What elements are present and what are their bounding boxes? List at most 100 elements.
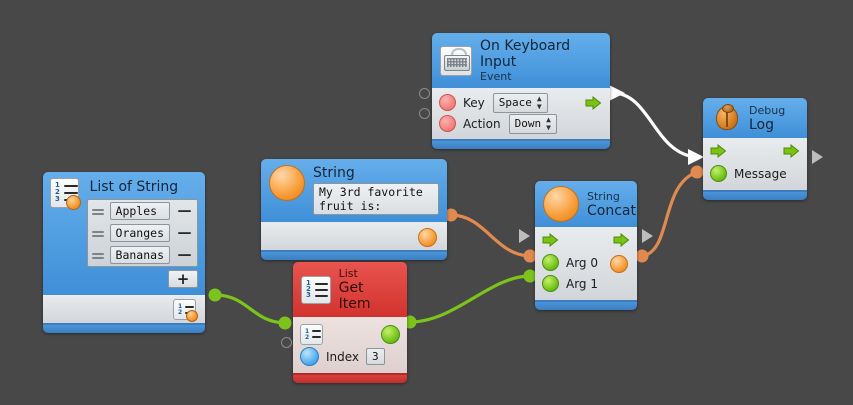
port-row-arg1[interactable]: Arg 1 <box>535 273 637 294</box>
action-select-value: Down <box>514 117 542 130</box>
port-dot-action[interactable] <box>439 115 456 132</box>
node-subtitle: Get Item <box>338 280 371 312</box>
drag-handle-icon[interactable] <box>91 251 104 260</box>
list-item-value[interactable]: Oranges <box>109 224 170 242</box>
drag-handle-icon[interactable] <box>91 229 104 238</box>
port-label-arg1: Arg 1 <box>566 276 598 291</box>
remove-item-button[interactable]: — <box>177 203 192 219</box>
port-dot-message[interactable] <box>710 165 727 182</box>
port-dot-get-item-out[interactable] <box>381 324 400 344</box>
numbered-list-out-icon[interactable]: 1 2 <box>173 299 198 322</box>
exec-row-debug[interactable] <box>703 142 807 163</box>
numbered-list-in-icon[interactable]: 1 2 <box>300 323 323 345</box>
node-subtitle: Event <box>480 70 512 83</box>
string-circle-icon <box>269 165 305 201</box>
node-header-keyboard[interactable]: On Keyboard Input Event <box>432 33 610 88</box>
port-row-index[interactable]: Index 3 <box>293 346 407 367</box>
wire-endpoint-list-out <box>208 288 222 302</box>
port-row-action[interactable]: Action Down ▲▼ <box>432 113 610 134</box>
wire-list-to-getitem <box>213 293 287 325</box>
node-body-string <box>261 222 447 250</box>
node-string-literal[interactable]: String My 3rd favorite fruit is: <box>261 159 447 260</box>
exec-out-arrow-keyboard[interactable] <box>585 95 602 114</box>
exec-row-concat[interactable] <box>535 231 637 252</box>
remove-item-button[interactable]: — <box>177 247 192 263</box>
port-label-arg0: Arg 0 <box>566 255 598 270</box>
list-items-editor[interactable]: Apples — Oranges — Bananas — <box>86 199 198 267</box>
port-dot-key[interactable] <box>439 94 456 111</box>
port-label-action: Action <box>463 116 501 131</box>
keyboard-icon <box>440 45 472 76</box>
unconnected-port-action[interactable] <box>419 108 430 119</box>
port-label-message: Message <box>734 166 787 181</box>
numbered-list-icon: 1 2 3 <box>301 275 331 304</box>
node-string-concat[interactable]: String Concat Arg 0 Arg 1 <box>535 181 637 310</box>
unconnected-port-key[interactable] <box>419 88 430 99</box>
node-debug-log[interactable]: Debug Log Message <box>703 98 807 200</box>
wire-endpoint-debug-message <box>690 165 704 179</box>
list-item-value[interactable]: Bananas <box>109 246 170 264</box>
exec-in-arrow-debug[interactable] <box>710 143 727 162</box>
wire-exec-arrowhead-in <box>688 149 704 165</box>
node-list-of-string[interactable]: 1 2 3 List of String Apples — <box>43 172 205 333</box>
port-dot-concat-out[interactable] <box>610 255 628 273</box>
port-dot-string-out[interactable] <box>418 228 437 247</box>
remove-item-button[interactable]: — <box>177 225 192 241</box>
wire-endpoint-concat-out <box>635 249 649 263</box>
node-header-debug[interactable]: Debug Log <box>703 98 807 138</box>
node-title: String <box>313 165 355 181</box>
node-header-string[interactable]: String My 3rd favorite fruit is: <box>261 159 447 222</box>
index-input[interactable]: 3 <box>366 348 385 365</box>
node-body-debug: Message <box>703 138 807 190</box>
node-title: List <box>338 267 358 280</box>
exec-out-marker-concat <box>519 229 530 243</box>
port-row-arg0[interactable]: Arg 0 <box>535 252 637 273</box>
wire-getitem-to-concat-arg1 <box>408 274 532 324</box>
string-value-input[interactable]: My 3rd favorite fruit is: <box>313 183 439 215</box>
drag-handle-icon[interactable] <box>91 207 104 216</box>
list-item-value[interactable]: Apples <box>109 202 170 220</box>
bug-icon <box>711 103 741 133</box>
node-title: On Keyboard Input <box>480 38 571 70</box>
node-header-list-of-string[interactable]: 1 2 3 List of String Apples — <box>43 172 205 295</box>
port-row-key[interactable]: Key Space ▲▼ <box>432 92 610 113</box>
wire-endpoint-getitem-list-in <box>278 316 292 330</box>
node-body-keyboard: Key Space ▲▼ Action Down ▲▼ <box>432 88 610 139</box>
port-label-index: Index <box>326 349 360 364</box>
wire-exec-keyboard-to-debug <box>611 91 699 159</box>
port-dot-arg0[interactable] <box>542 254 559 271</box>
node-title: String <box>587 189 620 203</box>
wire-concat-to-debug-message <box>640 170 699 258</box>
port-row-list-in[interactable]: 1 2 <box>293 322 407 346</box>
add-item-button[interactable]: + <box>168 270 198 288</box>
node-body-get-item: 1 2 Index 3 <box>293 317 407 373</box>
chevron-updown-icon: ▲▼ <box>536 93 542 111</box>
port-label-key: Key <box>463 95 485 110</box>
list-item[interactable]: Oranges — <box>88 222 197 244</box>
node-title: List of String <box>89 179 179 195</box>
key-select[interactable]: Space ▲▼ <box>492 92 548 113</box>
port-row-message[interactable]: Message <box>703 163 807 184</box>
action-select[interactable]: Down ▲▼ <box>508 113 557 134</box>
list-item[interactable]: Bananas — <box>88 244 197 266</box>
string-circle-icon <box>543 186 579 222</box>
exec-out-arrow-concat[interactable] <box>613 232 630 251</box>
key-select-value: Space <box>498 96 532 109</box>
node-on-keyboard-input[interactable]: On Keyboard Input Event Key Space ▲▼ Act… <box>432 33 610 149</box>
node-list-get-item[interactable]: 1 2 3 List Get Item 1 2 <box>293 262 407 383</box>
port-dot-arg1[interactable] <box>542 275 559 292</box>
unconnected-port-index[interactable] <box>281 337 292 348</box>
node-header-concat[interactable]: String Concat <box>535 181 637 227</box>
list-item[interactable]: Apples — <box>88 200 197 222</box>
port-dot-index[interactable] <box>300 347 319 366</box>
node-body-list-of-string: 1 2 <box>43 295 205 323</box>
node-header-get-item[interactable]: 1 2 3 List Get Item <box>293 262 407 317</box>
wire-exec-arrowhead-out <box>609 85 625 101</box>
numbered-list-icon: 1 2 3 <box>50 178 81 210</box>
chevron-updown-icon: ▲▼ <box>546 114 551 132</box>
exec-in-arrow-concat[interactable] <box>542 232 559 251</box>
exec-out-arrow-debug[interactable] <box>783 143 800 162</box>
node-body-concat: Arg 0 Arg 1 <box>535 227 637 300</box>
exec-in-marker-concat <box>642 229 653 243</box>
